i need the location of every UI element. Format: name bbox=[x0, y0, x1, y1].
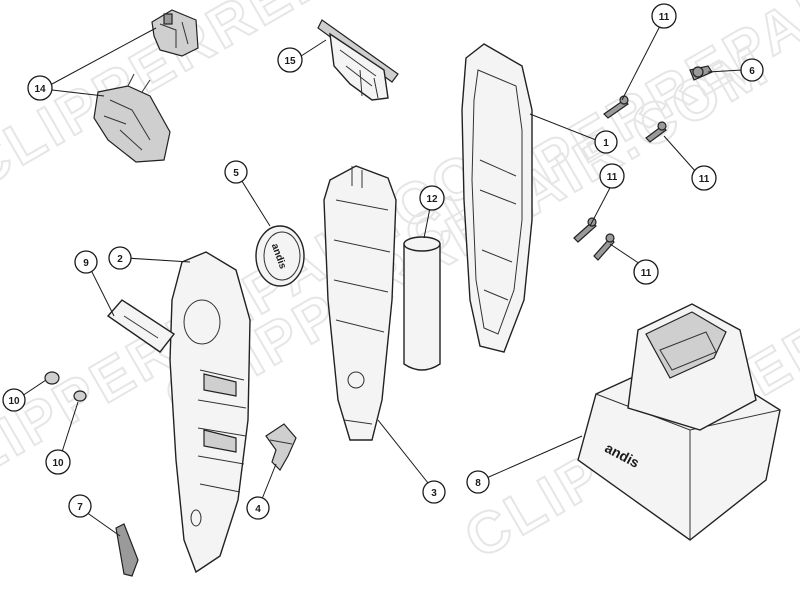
callout-12-label: 12 bbox=[426, 194, 438, 205]
callout-11-d: 11 bbox=[633, 259, 659, 285]
callout-9-label: 9 bbox=[83, 258, 89, 269]
part-3-chassis bbox=[323, 165, 397, 441]
callout-2-label: 2 bbox=[117, 254, 123, 265]
callout-3-label: 3 bbox=[431, 488, 437, 499]
part-1-rear-housing bbox=[461, 43, 533, 353]
callout-4: 4 bbox=[246, 496, 270, 520]
callout-10-a: 10 bbox=[2, 388, 26, 412]
callout-11-a-label: 11 bbox=[659, 12, 670, 23]
callout-5-label: 5 bbox=[233, 168, 239, 179]
callout-15: 15 bbox=[277, 47, 303, 73]
callout-8-label: 8 bbox=[475, 478, 481, 489]
callout-2: 2 bbox=[108, 246, 132, 270]
callout-10-b: 10 bbox=[45, 449, 71, 475]
part-14-switch-upper bbox=[151, 9, 199, 57]
callout-9: 9 bbox=[74, 250, 98, 274]
callout-11-b-label: 11 bbox=[607, 172, 618, 183]
part-5-logo-badge: andis bbox=[255, 225, 305, 287]
part-7-clip bbox=[115, 523, 139, 577]
callout-7-label: 7 bbox=[77, 502, 83, 513]
leader-lines bbox=[21, 21, 743, 537]
part-6-pin bbox=[689, 65, 713, 81]
callout-11-b: 11 bbox=[599, 163, 625, 189]
part-12-battery bbox=[403, 236, 441, 371]
callout-12: 12 bbox=[419, 185, 445, 211]
part-14-switch-lower bbox=[93, 73, 171, 163]
callout-4-label: 4 bbox=[255, 504, 261, 515]
callout-8: 8 bbox=[466, 470, 490, 494]
part-11-screw-d bbox=[593, 233, 615, 261]
callout-10-b-label: 10 bbox=[52, 458, 64, 469]
callout-3: 3 bbox=[422, 480, 446, 504]
callout-11-c-label: 11 bbox=[699, 174, 710, 185]
part-9-label-plate bbox=[106, 299, 176, 353]
part-11-screw-b bbox=[645, 121, 667, 143]
callout-1-label: 1 bbox=[603, 138, 609, 149]
callout-6-label: 6 bbox=[749, 66, 755, 77]
part-15-blade bbox=[317, 19, 399, 101]
callout-14-label: 14 bbox=[34, 84, 46, 95]
callout-14: 14 bbox=[27, 75, 53, 101]
callout-15-label: 15 bbox=[284, 56, 296, 67]
callout-11-d-label: 11 bbox=[641, 268, 652, 279]
part-4-lever bbox=[265, 423, 297, 471]
callout-5: 5 bbox=[224, 160, 248, 184]
part-10-button-b bbox=[73, 390, 87, 402]
callout-1: 1 bbox=[594, 130, 618, 154]
watermark-4: CLIPPERREPAIR.COM bbox=[0, 112, 540, 511]
part-2-front-housing bbox=[169, 251, 251, 574]
callout-11-c: 11 bbox=[691, 165, 717, 191]
part-10-button-a bbox=[44, 371, 60, 385]
callout-10-a-label: 10 bbox=[8, 396, 20, 407]
callout-7: 7 bbox=[68, 494, 92, 518]
part-8-charging-stand: andis bbox=[577, 303, 781, 541]
callout-11-a: 11 bbox=[651, 3, 677, 29]
callout-6: 6 bbox=[740, 58, 764, 82]
